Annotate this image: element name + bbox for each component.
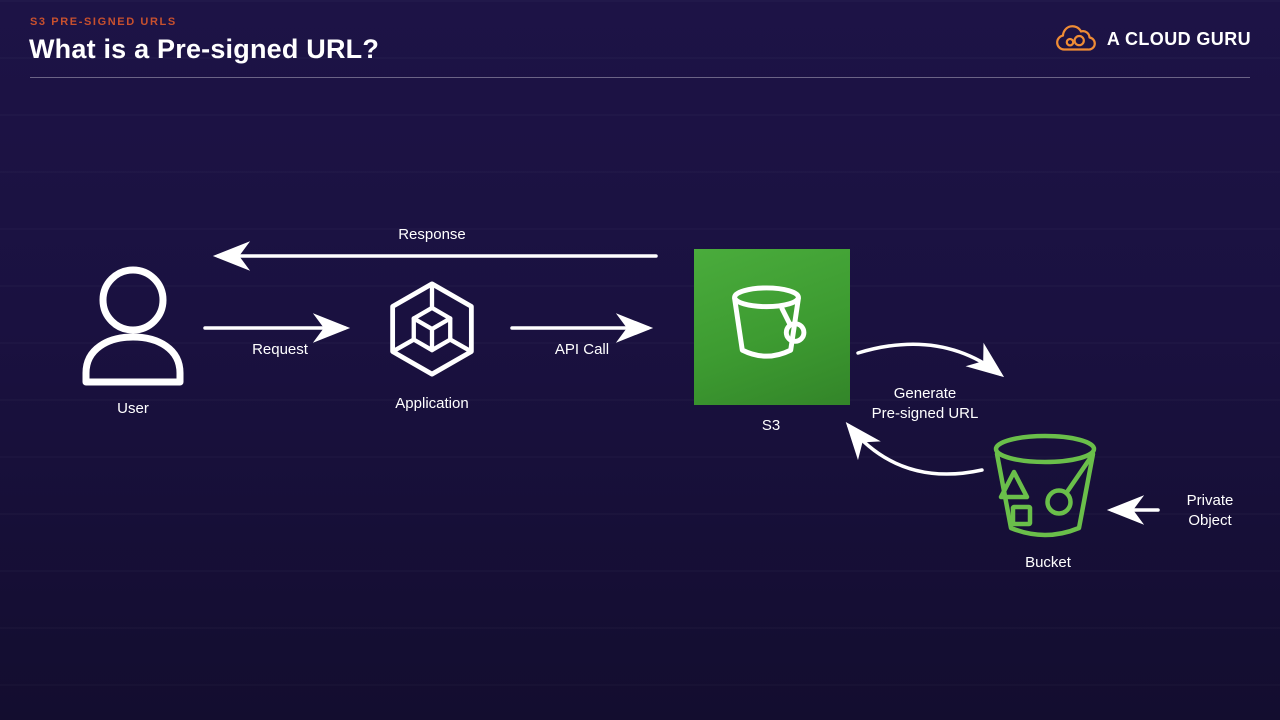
bucket-objects-icon (990, 430, 1105, 548)
application-cube-icon (383, 281, 481, 377)
brand-name: A CLOUD GURU (1106, 28, 1251, 49)
s3-service-icon (694, 249, 850, 405)
return-curve-arrow (845, 422, 984, 476)
api-call-label: API Call (554, 341, 610, 358)
eyebrow-label: S3 PRE-SIGNED URLS (30, 16, 177, 28)
generate-curve-arrow (856, 342, 1005, 378)
request-label: Request (252, 341, 308, 358)
generate-label-line2: Pre-signed URL (871, 405, 979, 422)
private-object-label: Private Object (1187, 491, 1234, 531)
generate-label-line1: Generate (893, 385, 957, 402)
user-label: User (117, 400, 149, 417)
generate-presigned-url-label: Generate Pre-signed URL (872, 384, 979, 424)
cloud-gears-icon (1054, 24, 1098, 54)
private-object-line1: Private (1186, 492, 1234, 509)
application-label: Application (395, 395, 469, 412)
header-divider (30, 77, 1250, 78)
user-icon (72, 264, 194, 386)
page-title: What is a Pre-signed URL? (29, 34, 380, 64)
bucket-label: Bucket (1025, 554, 1071, 571)
private-object-line2: Object (1188, 512, 1232, 529)
s3-label: S3 (761, 417, 781, 434)
brand-logo: A CLOUD GURU (1054, 24, 1251, 54)
response-label: Response (398, 226, 466, 243)
